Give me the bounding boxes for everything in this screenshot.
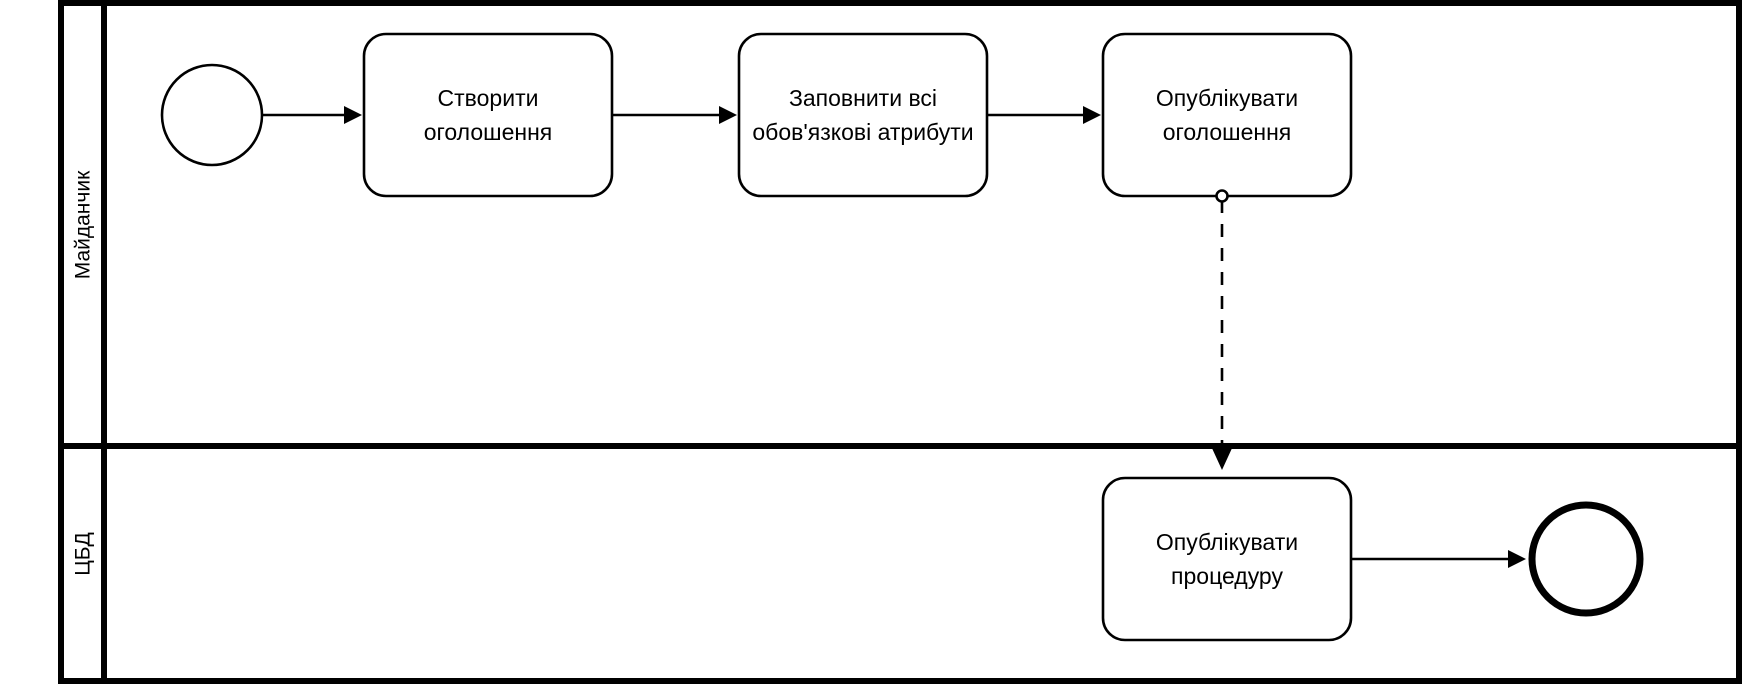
task-publish-procedure-label-line1: Опублікувати <box>1156 529 1298 555</box>
message-flow-arrow-head-icon <box>1211 446 1233 470</box>
task-fill-attributes[interactable]: Заповнити всі обов'язкові атрибути <box>737 32 989 198</box>
arrow-head-icon <box>344 106 362 124</box>
task-publish-procedure[interactable]: Опублікувати процедуру <box>1101 476 1353 642</box>
task-publish-listing-label-line2: оголошення <box>1163 119 1292 145</box>
message-flow-origin-icon <box>1215 189 1229 203</box>
task-publish-procedure-box[interactable] <box>1101 476 1353 642</box>
task-fill-attributes-box[interactable] <box>737 32 989 198</box>
lane-maidanchyk: Майданчик <box>72 170 95 279</box>
arrow-head-icon <box>1083 106 1101 124</box>
message-flow-publish-listing-to-procedure <box>1211 189 1233 470</box>
lane-cbd: ЦБД <box>72 532 95 576</box>
task-create-listing-box[interactable] <box>362 32 614 198</box>
end-event-circle[interactable] <box>1528 501 1644 617</box>
task-create-listing[interactable]: Створити оголошення <box>362 32 614 198</box>
arrow-head-icon <box>719 106 737 124</box>
arrow-head-icon <box>1508 550 1526 568</box>
task-publish-listing-label-line1: Опублікувати <box>1156 85 1298 111</box>
sequence-flow-create-to-fill <box>612 106 737 124</box>
pool-outline <box>58 0 1742 684</box>
task-create-listing-label-line1: Створити <box>438 85 539 111</box>
sequence-flow-procedure-to-end <box>1351 550 1526 568</box>
lane-label-maidanchyk: Майданчик <box>72 170 95 279</box>
task-publish-listing-box[interactable] <box>1101 32 1353 198</box>
task-publish-procedure-label-line2: процедуру <box>1171 563 1283 589</box>
sequence-flow-start-to-create <box>262 106 362 124</box>
lane-label-cbd: ЦБД <box>72 532 95 576</box>
task-publish-listing[interactable]: Опублікувати оголошення <box>1101 32 1353 198</box>
start-event-circle[interactable] <box>160 63 264 167</box>
sequence-flow-fill-to-publish <box>987 106 1101 124</box>
task-create-listing-label-line2: оголошення <box>424 119 553 145</box>
task-fill-attributes-label-line2: обов'язкові атрибути <box>752 119 973 145</box>
task-fill-attributes-label-line1: Заповнити всі <box>789 85 937 111</box>
